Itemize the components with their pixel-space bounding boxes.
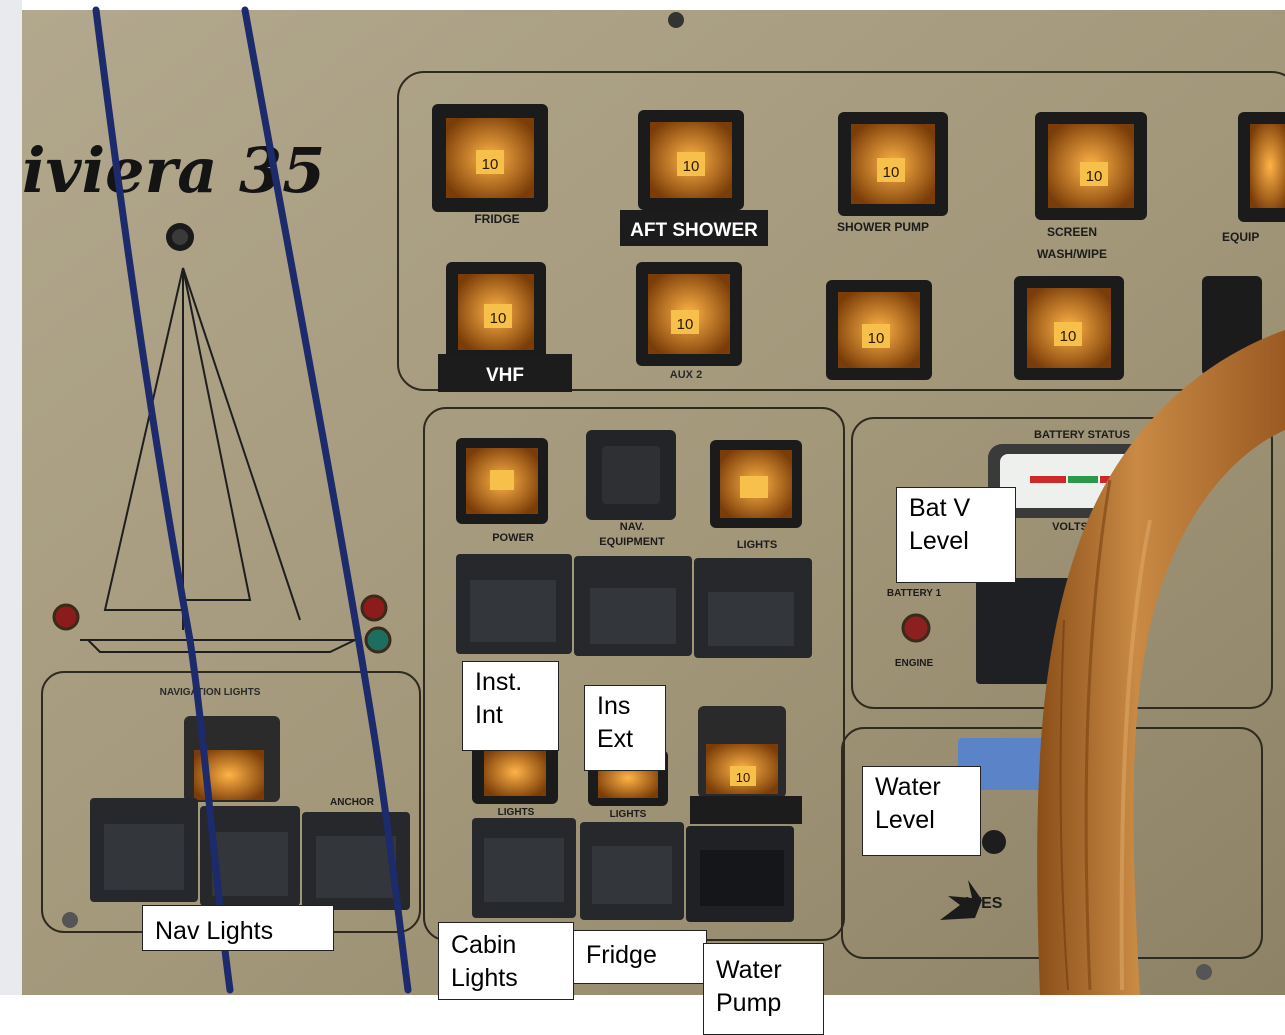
label-screen: SCREEN [1047, 225, 1097, 239]
label-wash-wipe: WASH/WIPE [1037, 247, 1107, 261]
svg-text:10: 10 [1060, 328, 1077, 345]
switch-nav-equipment[interactable] [586, 430, 676, 520]
breaker-row2-3[interactable]: 10 [826, 280, 932, 380]
blue-ropes [92, 6, 412, 994]
rocker-switch-row[interactable] [456, 554, 812, 658]
callout-bat-v-level: Bat V Level [896, 487, 1016, 583]
label-shower-pump: SHOWER PUMP [837, 220, 929, 234]
steering-wheel [1037, 330, 1285, 995]
breaker-water-pump[interactable]: 10 [698, 706, 786, 798]
callout-fridge: Fridge [573, 930, 707, 984]
label-power: POWER [492, 532, 534, 544]
svg-text:10: 10 [490, 310, 507, 327]
svg-text:10: 10 [883, 164, 900, 181]
callout-inst-int: Inst. Int [462, 661, 559, 751]
svg-text:10: 10 [736, 770, 750, 785]
label-wes: WES [966, 895, 1003, 912]
callout-water-pump: Water Pump [703, 943, 824, 1035]
label-fridge: FRIDGE [474, 212, 519, 226]
breaker-shower-pump[interactable]: 10 [838, 112, 948, 216]
svg-text:10: 10 [868, 330, 885, 347]
breaker-fridge[interactable]: 10 [432, 104, 548, 212]
label-aft-shower: AFT SHOWER [630, 220, 758, 241]
label-equipment: EQUIPMENT [599, 536, 665, 548]
svg-text:10: 10 [683, 158, 700, 175]
breaker-row2-4[interactable]: 10 [1014, 276, 1124, 380]
label-navigation-lights: NAVIGATION LIGHTS [160, 687, 261, 698]
label-lights-ext: LIGHTS [610, 809, 647, 820]
label-battery-1: BATTERY 1 [887, 588, 942, 599]
rocker-switch-row-lower[interactable] [472, 818, 794, 922]
breaker-vhf[interactable]: 10 [446, 262, 546, 362]
water-gauge [958, 738, 1052, 790]
breaker-screen-wash-wipe[interactable]: 10 [1035, 112, 1147, 220]
label-vhf: VHF [486, 365, 524, 386]
svg-text:10: 10 [482, 156, 499, 173]
callout-water-level: Water Level [862, 766, 981, 856]
callout-nav-lights: Nav Lights [142, 905, 334, 951]
svg-text:10: 10 [677, 316, 694, 333]
label-volts: VOLTS [1052, 521, 1088, 533]
callout-cabin-lights: Cabin Lights [438, 922, 574, 1000]
label-battery-status: BATTERY STATUS [1034, 429, 1130, 441]
breaker-inst-int[interactable] [472, 738, 558, 804]
label-nav: NAV. [620, 521, 644, 533]
label-engine: ENGINE [895, 658, 934, 669]
svg-text:10: 10 [1086, 168, 1103, 185]
breaker-equip[interactable] [1238, 112, 1285, 222]
label-lights-int: LIGHTS [498, 807, 535, 818]
breaker-inst-power[interactable] [456, 438, 548, 524]
callout-ins-ext: Ins Ext [584, 685, 666, 771]
label-aux-2: AUX 2 [670, 369, 702, 381]
breaker-lights[interactable] [710, 440, 802, 528]
breaker-aux-2[interactable]: 10 [636, 262, 742, 366]
label-lights: LIGHTS [737, 539, 777, 551]
nav-rocker-switches[interactable] [90, 798, 410, 910]
breaker-aft-shower[interactable]: 10 [638, 110, 744, 210]
label-equip: EQUIP [1222, 230, 1259, 244]
label-anchor: ANCHOR [330, 797, 375, 808]
sailboat-drawing [80, 267, 360, 653]
